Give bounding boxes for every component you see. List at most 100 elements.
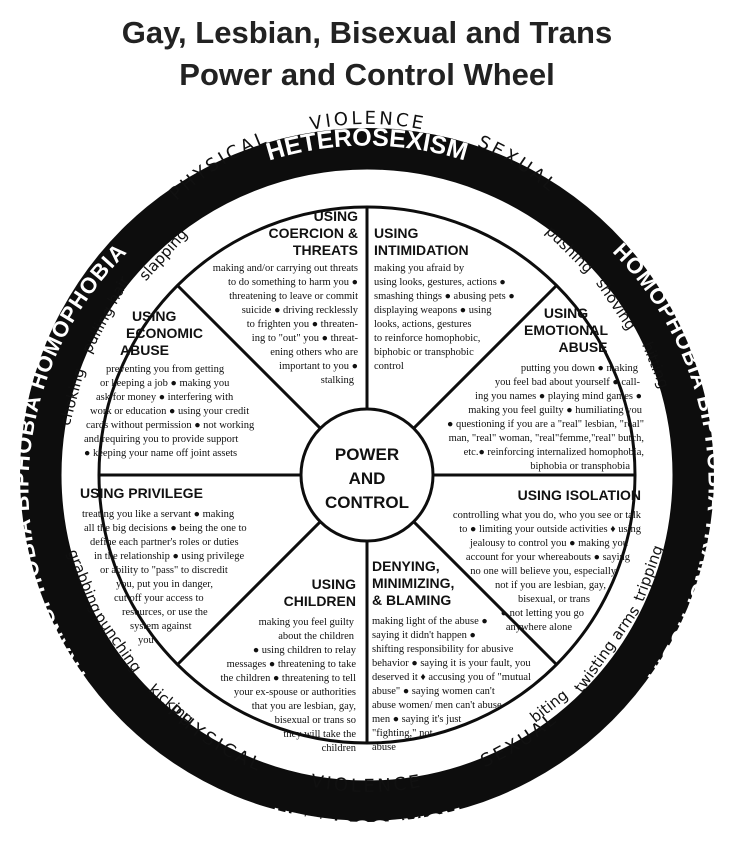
intimidation-heading-2: INTIMIDATION: [374, 242, 469, 258]
isolation-body-1: controlling what you do, who you see or …: [453, 510, 642, 521]
intimidation-body-1: making you afraid by: [374, 263, 465, 274]
emotional-body-5: ● questioning if you are a "real" lesbia…: [447, 419, 644, 430]
coercion-heading-3: THREATS: [293, 242, 358, 258]
emotional-body-4: making you feel guilty ● humiliating you: [468, 405, 642, 416]
children-body-4: messages ● threatening to take: [227, 659, 357, 670]
isolation-body-8: ● not letting you go: [501, 608, 584, 619]
children-body-5: the children ● threatening to tell: [220, 673, 356, 684]
center-line-1: POWER: [335, 445, 399, 464]
section-intimidation: USING INTIMIDATION making you afraid by …: [374, 225, 515, 372]
section-isolation: USING ISOLATION controlling what you do,…: [453, 487, 642, 633]
isolation-body-4: account for your whereabouts ● saying: [466, 552, 631, 563]
coercion-body-8: important to you ●: [279, 361, 358, 372]
privilege-heading: USING PRIVILEGE: [80, 485, 203, 501]
title-line-2: Power and Control Wheel: [179, 57, 555, 92]
denying-body-9: "fighting," not: [372, 728, 433, 739]
center-line-2: AND: [349, 469, 386, 488]
privilege-body-7: cut off your access to: [114, 593, 204, 604]
privilege-body-2: all the big decisions ● being the one to: [84, 523, 247, 534]
intimidation-body-4: displaying weapons ● using: [374, 305, 492, 316]
intimidation-body-2: using looks, gestures, actions ●: [374, 277, 506, 288]
economic-body-6: and requiring you to provide support: [84, 434, 238, 445]
economic-body-1: preventing you from getting: [106, 364, 225, 375]
emotional-body-6: man, "real" woman, "real"femme,"real" bu…: [449, 433, 644, 444]
center-hub: [299, 407, 435, 543]
denying-heading-3: & BLAMING: [372, 592, 451, 608]
economic-body-7: ● keeping your name off joint assets: [84, 448, 237, 459]
coercion-heading-1: USING: [314, 208, 358, 224]
section-economic-abuse: USING ECONOMIC ABUSE preventing you from…: [84, 308, 255, 459]
isolation-body-6: not if you are lesbian, gay,: [495, 580, 606, 591]
emotional-heading-1: USING: [544, 305, 588, 321]
emotional-body-7: etc.● reinforcing internalized homophobi…: [464, 447, 644, 458]
section-children: USING CHILDREN making you feel guilty ab…: [220, 576, 356, 754]
section-emotional-abuse: USING EMOTIONAL ABUSE putting you down ●…: [447, 305, 644, 472]
children-body-3: ● using children to relay: [253, 645, 357, 656]
privilege-body-5: or ability to "pass" to discredit: [100, 565, 228, 576]
coercion-body-1: making and/or carrying out threats: [213, 263, 358, 274]
coercion-body-9: stalking: [321, 375, 355, 386]
children-body-9: they will take the: [283, 729, 356, 740]
emotional-heading-3: ABUSE: [558, 339, 607, 355]
isolation-body-3: jealousy to control you ● making you: [469, 538, 629, 549]
children-body-2: about the children: [278, 631, 355, 642]
economic-body-5: cards without permission ● not working: [86, 420, 255, 431]
emotional-body-2: you feel bad about yourself ● call-: [495, 377, 641, 388]
privilege-body-4: in the relationship ● using privilege: [94, 551, 244, 562]
section-denying-minimizing-blaming: DENYING, MINIMIZING, & BLAMING making li…: [372, 558, 531, 753]
section-coercion-threats: USING COERCION & THREATS making and/or c…: [213, 208, 359, 386]
economic-heading-3: ABUSE: [120, 342, 169, 358]
privilege-body-6: you, put you in danger,: [116, 579, 213, 590]
coercion-body-7: ening others who are: [270, 347, 358, 358]
emotional-body-3: ing you names ● playing mind games ●: [475, 391, 642, 402]
children-body-1: making you feel guilty: [259, 617, 355, 628]
coercion-body-6: ing to "out" you ● threat-: [252, 333, 359, 344]
intimidation-body-6: to reinforce homophobic,: [374, 333, 480, 344]
denying-body-2: saying it didn't happen ●: [372, 630, 476, 641]
economic-heading-1: USING: [132, 308, 176, 324]
denying-body-1: making light of the abuse ●: [372, 616, 488, 627]
isolation-heading: USING ISOLATION: [518, 487, 641, 503]
isolation-body-7: bisexual, or trans: [518, 594, 590, 605]
denying-heading-2: MINIMIZING,: [372, 575, 454, 591]
privilege-body-9: system against: [130, 621, 192, 632]
children-body-7: that you are lesbian, gay,: [252, 701, 356, 712]
intimidation-body-3: smashing things ● abusing pets ●: [374, 291, 515, 302]
isolation-body-5: no one will believe you, especially: [470, 566, 617, 577]
privilege-body-1: treating you like a servant ● making: [82, 509, 235, 520]
emotional-body-8: biphobia or transphobia: [530, 461, 630, 472]
denying-body-4: behavior ● saying it is your fault, you: [372, 658, 531, 669]
children-heading-2: CHILDREN: [284, 593, 356, 609]
economic-body-4: work or education ● using your credit: [90, 406, 249, 417]
denying-body-6: abuse" ● saying women can't: [372, 686, 495, 697]
privilege-body-10: you: [138, 635, 155, 646]
economic-heading-2: ECONOMIC: [126, 325, 203, 341]
denying-body-7: abuse women/ men can't abuse: [372, 700, 502, 711]
denying-body-5: deserved it ♦ accusing you of "mutual: [372, 672, 531, 683]
children-body-10: children: [322, 743, 357, 754]
denying-heading-1: DENYING,: [372, 558, 440, 574]
intimidation-heading-1: USING: [374, 225, 418, 241]
emotional-body-1: putting you down ● making: [521, 363, 639, 374]
denying-body-3: shifting responsibility for abusive: [372, 644, 514, 655]
isolation-body-2: to ● limiting your outside activities ♦ …: [459, 524, 641, 535]
children-body-8: bisexual or trans so: [275, 715, 356, 726]
center-line-3: CONTROL: [325, 493, 409, 512]
economic-body-3: ask for money ● interfering with: [96, 392, 234, 403]
coercion-heading-2: COERCION &: [269, 225, 358, 241]
intimidation-body-7: biphobic or transphobic: [374, 347, 474, 358]
privilege-body-3: define each partner's roles or duties: [90, 537, 239, 548]
page-title: Gay, Lesbian, Bisexual and Trans Power a…: [0, 12, 734, 96]
emotional-heading-2: EMOTIONAL: [524, 322, 608, 338]
denying-body-10: abuse: [372, 742, 396, 753]
title-line-1: Gay, Lesbian, Bisexual and Trans: [121, 15, 613, 50]
economic-body-2: or keeping a job ● making you: [100, 378, 230, 389]
isolation-body-9: anywhere alone: [506, 622, 573, 633]
coercion-body-4: suicide ● driving recklessly: [242, 305, 359, 316]
coercion-body-3: threatening to leave or commit: [229, 291, 358, 302]
privilege-body-8: resources, or use the: [122, 607, 208, 618]
children-body-6: your ex-spouse or authorities: [234, 687, 356, 698]
children-heading-1: USING: [312, 576, 356, 592]
coercion-body-2: to do something to harm you ●: [228, 277, 358, 288]
